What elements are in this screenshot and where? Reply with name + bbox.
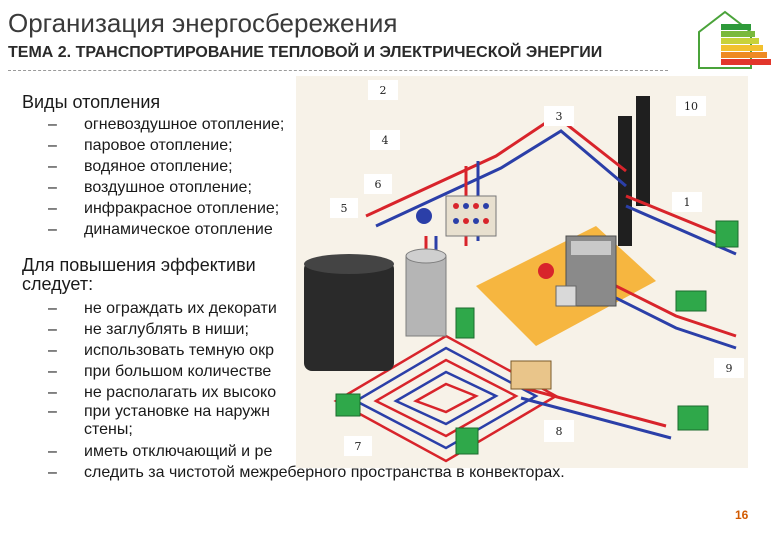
water-heater-cylinder (405, 248, 447, 337)
list-item: –следить за чистотой межреберного простр… (48, 464, 565, 481)
callout-label: 8 (556, 425, 563, 438)
distribution-manifold (445, 195, 497, 237)
callout-label: 6 (375, 178, 382, 191)
radiator (455, 427, 479, 455)
callout-label: 10 (684, 100, 698, 113)
callout-label: 4 (382, 134, 389, 147)
list-item: –использовать темную окр (48, 342, 274, 359)
radiator (455, 307, 475, 339)
callout-label: 5 (341, 202, 348, 215)
callout-label: 3 (556, 110, 563, 123)
heating-system-diagram: 2 3 10 4 6 5 1 9 8 7 (296, 76, 748, 468)
callout-label: 1 (684, 196, 691, 209)
radiator (675, 290, 707, 312)
expansion-tank (538, 263, 554, 279)
efficiency-heading: Для повышения эффективи следует: (22, 255, 256, 294)
list-item: –паровое отопление; (48, 137, 233, 154)
radiator (715, 220, 739, 248)
list-item: –при большом количестве (48, 363, 272, 380)
list-item: –не заглублять в ниши; (48, 321, 249, 338)
slide-subtitle: ТЕМА 2. ТРАНСПОРТИРОВАНИЕ ТЕПЛОВОЙ И ЭЛЕ… (8, 44, 603, 61)
expansion-tank (416, 208, 432, 224)
header-divider (8, 70, 668, 71)
callout-label: 9 (726, 362, 733, 375)
page-number: 16 (735, 508, 749, 522)
callout-label: 7 (355, 440, 362, 453)
heating-types-list: –огневоздушное отопление; –паровое отопл… (48, 114, 284, 240)
chimney-pipe (636, 96, 650, 206)
slide-title: Организация энергосбережения (8, 8, 398, 38)
radiator (677, 405, 709, 431)
efficiency-list: –не ограждать их декорати –не заглублять… (48, 298, 565, 483)
list-item: –инфракрасное отопление; (48, 200, 280, 217)
list-item: –динамическое отопление (48, 221, 273, 238)
list-item: –не располагать их высоко (48, 384, 277, 401)
radiator (335, 393, 361, 417)
heating-types-heading: Виды отопления (22, 92, 161, 112)
list-item: –воздушное отопление; (48, 179, 252, 196)
callout-label: 2 (380, 84, 387, 97)
list-item: –огневоздушное отопление; (48, 116, 285, 133)
list-item: –не ограждать их декорати (48, 300, 277, 317)
list-item: –водяное отопление; (48, 158, 233, 175)
chimney-pipe (618, 116, 632, 246)
mixing-unit (510, 360, 552, 390)
storage-tank (304, 254, 394, 371)
energy-house-icon (698, 10, 771, 69)
list-item: –иметь отключающий и ре (48, 443, 273, 460)
boiler (555, 235, 617, 307)
